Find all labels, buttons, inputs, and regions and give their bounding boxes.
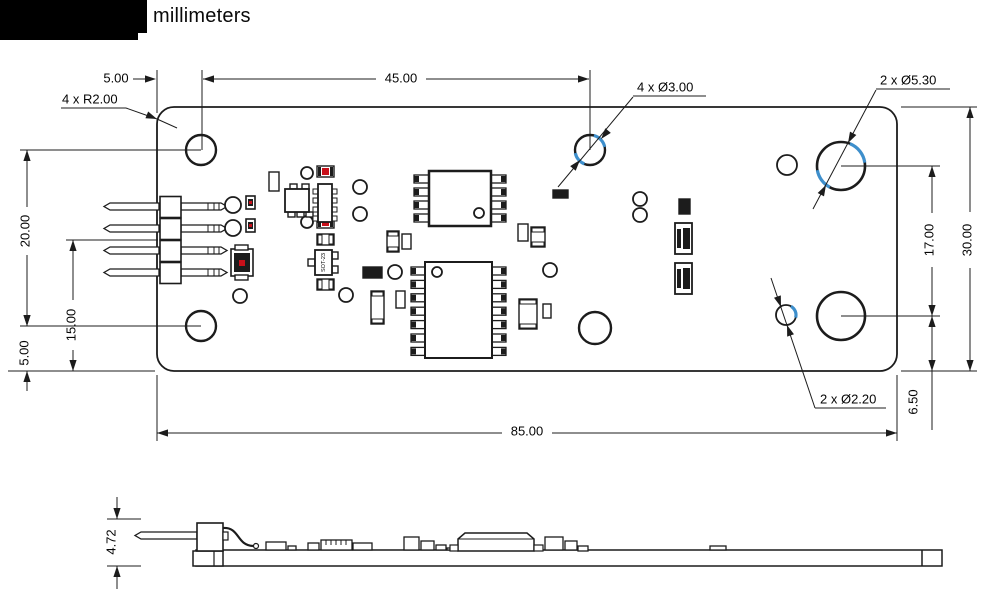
dimension-dim-left-15: 15.00: [63, 239, 158, 371]
svg-text:15.00: 15.00: [63, 309, 78, 342]
svg-text:6.50: 6.50: [905, 389, 920, 414]
side-header-pin: [133, 531, 198, 540]
svg-text:85.00: 85.00: [511, 423, 544, 438]
svg-text:45.00: 45.00: [385, 70, 418, 85]
via-testpoints: [224, 166, 648, 304]
soic8-ic: [413, 169, 507, 228]
callout-holes-2-2mm: 2 x Ø2.20: [770, 277, 886, 409]
dimension-dim-side-4-72: 4.72: [103, 497, 141, 589]
pin-header-connector: [102, 195, 229, 285]
dimension-dim-top-5: 5.00: [103, 70, 203, 150]
svg-text:4 x Ø3.00: 4 x Ø3.00: [637, 79, 693, 94]
dimension-dim-right-30: 30.00: [901, 106, 977, 372]
svg-text:17.00: 17.00: [921, 224, 936, 257]
dimension-dim-top-45: 45.00: [203, 70, 591, 150]
dimension-dim-right-17: 17.00: [841, 165, 940, 317]
callout-holes-3mm: 4 x Ø3.00: [557, 79, 706, 188]
dimension-dim-right-6-5: 6.50: [905, 316, 936, 430]
unit-label: millimeters: [153, 5, 251, 27]
sot23-5-package: [284, 183, 314, 218]
svg-text:2 x Ø5.30: 2 x Ø5.30: [880, 72, 936, 87]
svg-text:4.72: 4.72: [103, 529, 118, 554]
redacted-logo-block: [0, 0, 147, 40]
svg-text:5.00: 5.00: [103, 70, 128, 85]
dimension-dim-bottom-85: 85.00: [156, 375, 898, 441]
msop-package: [312, 183, 338, 223]
svg-text:30.00: 30.00: [959, 224, 974, 257]
svg-text:SOT-23: SOT-23: [321, 253, 327, 272]
small-hole-2-2mm: [776, 154, 798, 176]
side-connector-body: [196, 522, 224, 552]
svg-text:2 x Ø2.20: 2 x Ø2.20: [820, 391, 876, 406]
svg-text:4 x R2.00: 4 x R2.00: [62, 91, 118, 106]
side-board-bar: [195, 549, 943, 567]
dimension-dim-left-5: 5.00: [8, 307, 155, 391]
svg-text:20.00: 20.00: [17, 215, 32, 248]
pcb-top-view: SOT-23: [102, 106, 898, 372]
svg-text:5.00: 5.00: [16, 340, 31, 365]
sot23-package: SOT-23: [307, 249, 339, 276]
pcb-side-view: [133, 522, 943, 567]
mounting-hole-3mm: [577, 310, 613, 346]
callout-corner-radius: 4 x R2.00: [61, 91, 178, 129]
callout-holes-5-3mm: 2 x Ø5.30: [812, 72, 950, 210]
soic14-ic: [410, 261, 507, 359]
side-soic-profile: [457, 532, 535, 552]
small-hole-2-2mm: [775, 304, 798, 326]
